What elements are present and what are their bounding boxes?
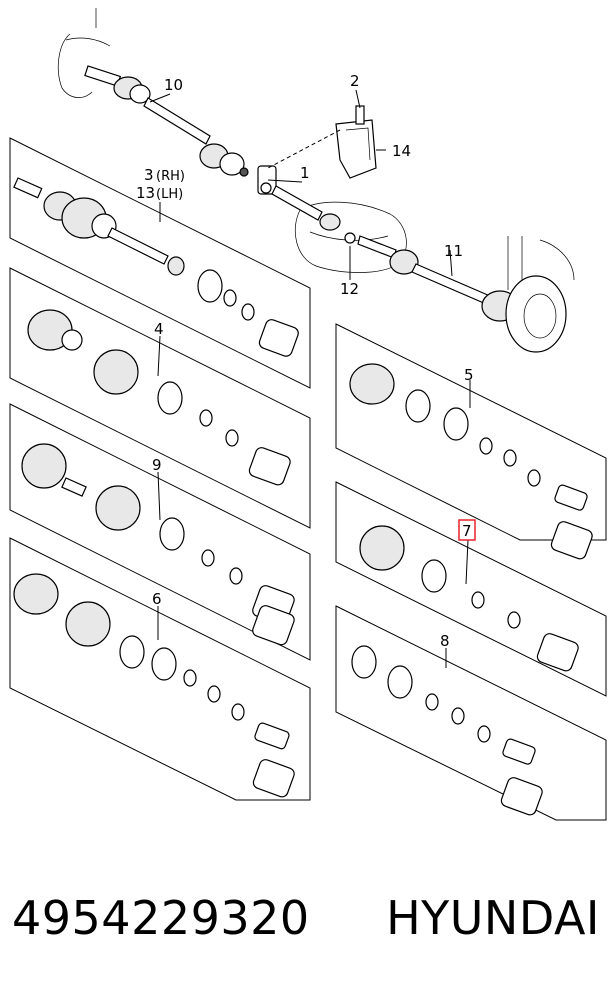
top-assembly — [57, 8, 575, 353]
panel-6 — [9, 537, 311, 801]
panel-shaft-3-13 — [9, 137, 311, 389]
callout-7-highlight-box — [458, 519, 476, 541]
callout-6: 6 — [152, 590, 162, 608]
panel-4 — [9, 267, 311, 529]
shaft-assembly-3-13 — [13, 177, 185, 276]
callout-labels: 10 2 14 1 3 (RH) 13 (LH) 11 12 4 5 9 7 6… — [136, 72, 476, 650]
leader-lines — [149, 89, 471, 668]
bracket-14 — [267, 105, 377, 179]
right-wheel-hub — [505, 236, 575, 353]
callout-5: 5 — [464, 366, 474, 384]
callout-8: 8 — [440, 632, 450, 650]
callout-9: 9 — [152, 456, 162, 474]
panel-8 — [335, 605, 607, 821]
callout-11: 11 — [444, 242, 463, 260]
part-number: 4954229320 — [12, 891, 310, 945]
intermediate-shaft-1 — [257, 165, 341, 231]
callout-13: 13 — [136, 184, 155, 202]
callout-12: 12 — [340, 280, 359, 298]
callout-13-suffix: (LH) — [156, 187, 183, 202]
brand-name: HYUNDAI — [386, 891, 600, 945]
callout-14: 14 — [392, 142, 411, 160]
callout-2: 2 — [350, 72, 360, 90]
drive-shaft-exploded-diagram: 10 2 14 1 3 (RH) 13 (LH) 11 12 4 5 9 7 6… — [9, 8, 607, 821]
footer: 4954229320 HYUNDAI — [0, 878, 612, 958]
callout-10: 10 — [164, 76, 183, 94]
callout-3-suffix: (RH) — [156, 169, 185, 184]
callout-7: 7 — [462, 522, 472, 540]
callout-4: 4 — [154, 320, 164, 338]
panel-5 — [335, 323, 607, 560]
axle-shaft-10 — [84, 65, 249, 177]
callout-1: 1 — [300, 164, 310, 182]
snap-ring-12 — [344, 232, 356, 244]
callout-3: 3 — [144, 166, 154, 184]
boot-clamp-set — [197, 269, 299, 357]
panel-7 — [335, 481, 607, 697]
